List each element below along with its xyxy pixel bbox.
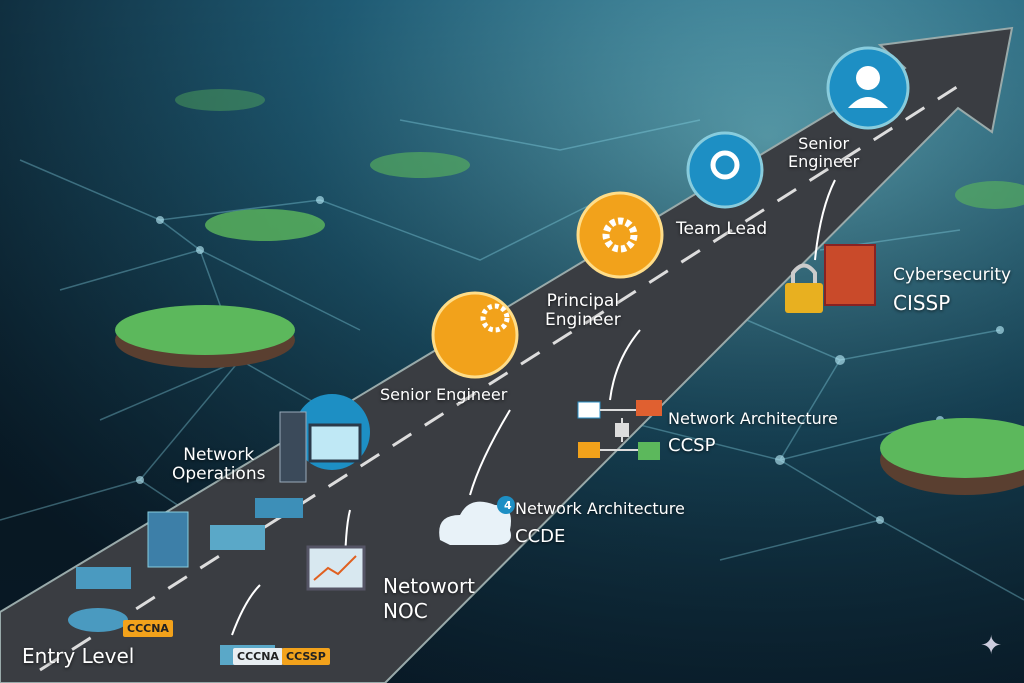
network-operations-label: Network Operations xyxy=(172,445,266,484)
gear-icon xyxy=(576,191,664,279)
ccde-label-line1: Network Architecture xyxy=(515,499,685,518)
ccde-label-line2: CCDE xyxy=(515,526,566,547)
noc-label-line1: Netowort xyxy=(383,574,476,598)
ccsp-label-line2: CCSP xyxy=(668,435,716,456)
milestone-icons xyxy=(68,46,910,665)
network-diagram-icon xyxy=(577,400,662,460)
noc-label-line2: NOC xyxy=(383,599,428,623)
entry-level-label: Entry Level xyxy=(22,644,135,668)
sparkle-icon: ✦ xyxy=(980,631,1002,661)
gears-network-icon xyxy=(431,291,519,379)
green-network-pads xyxy=(115,89,1024,495)
ccssp-badge: CCSSP xyxy=(282,648,330,665)
connector-lines xyxy=(231,179,836,636)
cissp-label: CISSP xyxy=(893,291,951,315)
cloud-icon xyxy=(439,501,511,545)
ccna-road-badge: CCCNA xyxy=(123,620,173,637)
team-lead-label: Team Lead xyxy=(676,219,768,239)
cloud-number-badge: 4 xyxy=(504,499,512,512)
senior-engineer-label: Senior Engineer xyxy=(380,385,508,404)
ccsp-label-line1: Network Architecture xyxy=(668,409,838,428)
chart-monitor-icon xyxy=(306,545,366,591)
firewall-lock-icon xyxy=(785,244,876,313)
ccna-cable-badge: CCCNA xyxy=(233,648,283,665)
senior-engineer-top-label: Senior Engineer xyxy=(788,134,860,171)
glow-nodes xyxy=(136,196,1004,524)
cybersecurity-label: Cybersecurity xyxy=(893,265,1012,285)
principal-engineer-label: Principal Engineer xyxy=(545,291,621,330)
team-gears-icon xyxy=(686,131,764,209)
